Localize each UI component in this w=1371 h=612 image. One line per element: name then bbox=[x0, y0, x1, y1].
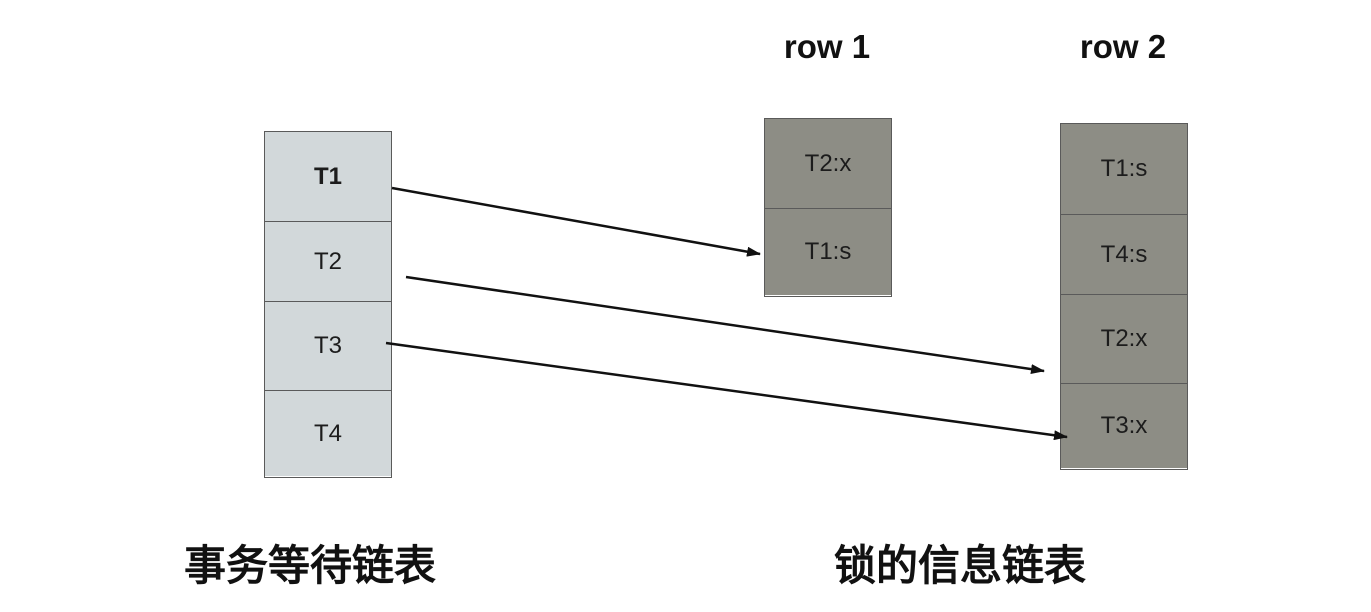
wait-list-item-t4: T4 bbox=[265, 390, 391, 476]
arrow-t1-to-row1-t1s bbox=[391, 186, 761, 257]
row2-lock-list: T1:s T4:s T2:x T3:x bbox=[1060, 123, 1188, 470]
wait-list-item-t1: T1 bbox=[265, 132, 391, 221]
lock-list-caption: 锁的信息链表 bbox=[834, 541, 1087, 590]
row1-lock-list: T2:x T1:s bbox=[764, 118, 892, 297]
row1-header: row 1 bbox=[783, 28, 871, 65]
wait-list-item-t3: T3 bbox=[265, 301, 391, 390]
arrow-t2-to-row2-t2x bbox=[405, 275, 1045, 375]
wait-list-caption: 事务等待链表 bbox=[184, 541, 437, 590]
row2-lock-item: T2:x bbox=[1061, 294, 1187, 383]
arrow-t3-to-row2-t3x bbox=[385, 341, 1068, 441]
wait-list-item-t2: T2 bbox=[265, 221, 391, 301]
row2-lock-item: T4:s bbox=[1061, 214, 1187, 294]
row1-lock-item: T2:x bbox=[765, 119, 891, 208]
row1-lock-item: T1:s bbox=[765, 208, 891, 295]
row2-header: row 2 bbox=[1079, 28, 1167, 65]
row2-lock-item: T3:x bbox=[1061, 383, 1187, 468]
row2-lock-item: T1:s bbox=[1061, 124, 1187, 214]
transaction-wait-list: T1 T2 T3 T4 bbox=[264, 131, 392, 478]
